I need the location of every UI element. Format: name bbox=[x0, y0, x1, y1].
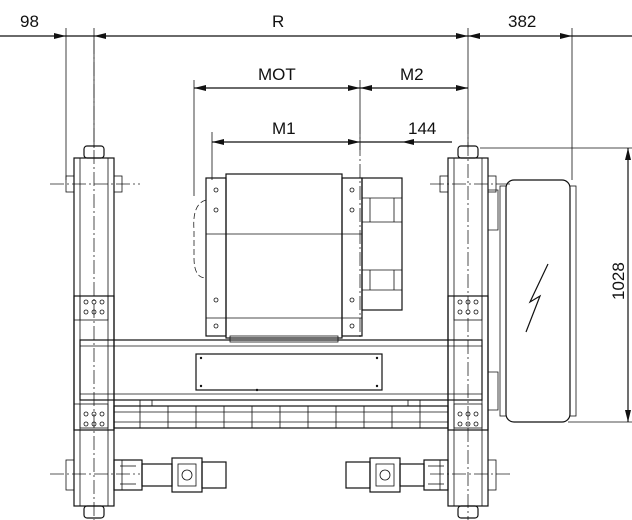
right-travel-drive bbox=[345, 457, 449, 493]
cross-beam bbox=[79, 339, 483, 401]
dim-label-98: 98 bbox=[20, 12, 39, 31]
right-wheel-column bbox=[439, 145, 499, 519]
left-travel-drive bbox=[113, 457, 227, 493]
dim-label-144: 144 bbox=[408, 119, 436, 138]
m1-dimension-row: M1 144 bbox=[211, 119, 452, 180]
motor-gearbox bbox=[361, 177, 403, 311]
dim-label-m1: M1 bbox=[272, 119, 296, 138]
high-voltage-icon bbox=[525, 263, 549, 333]
mot-dimension-row: MOT M2 bbox=[193, 65, 468, 196]
top-dimension-row: 98 R 382 bbox=[0, 12, 632, 180]
beam-nameplate bbox=[195, 353, 383, 391]
dim-label-1028: 1028 bbox=[609, 262, 628, 300]
dim-label-m2: M2 bbox=[400, 65, 424, 84]
center-lines bbox=[50, 40, 510, 520]
chain-row bbox=[113, 399, 449, 429]
dim-label-r: R bbox=[272, 12, 284, 31]
dim-label-mot: MOT bbox=[258, 65, 296, 84]
control-cabinet bbox=[499, 179, 577, 423]
motor-body bbox=[193, 173, 363, 343]
dim-label-382: 382 bbox=[508, 12, 536, 31]
height-dimension: 1028 bbox=[480, 147, 632, 423]
